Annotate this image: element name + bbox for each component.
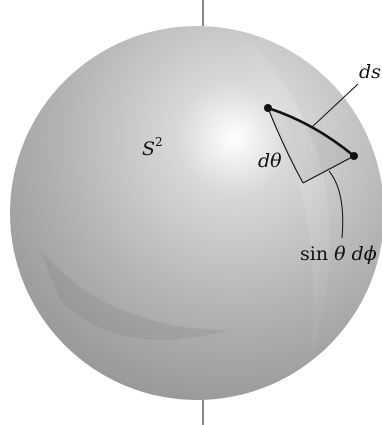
ds-leader	[311, 83, 359, 128]
ds-label: ds	[359, 61, 381, 83]
area-element-patch	[268, 108, 354, 183]
dtheta-edge	[267, 107, 304, 184]
ds-start-point	[264, 104, 272, 112]
sphere-lower-shadow	[40, 250, 230, 340]
dphi-edge	[302, 155, 355, 184]
dtheta-label: dθ	[258, 150, 282, 172]
sphere-label: S2	[142, 135, 163, 160]
ds-arc	[267, 106, 355, 158]
sin-leader	[328, 170, 344, 239]
ds-end-point	[350, 152, 358, 160]
sphere-meridian-shading	[232, 40, 330, 360]
